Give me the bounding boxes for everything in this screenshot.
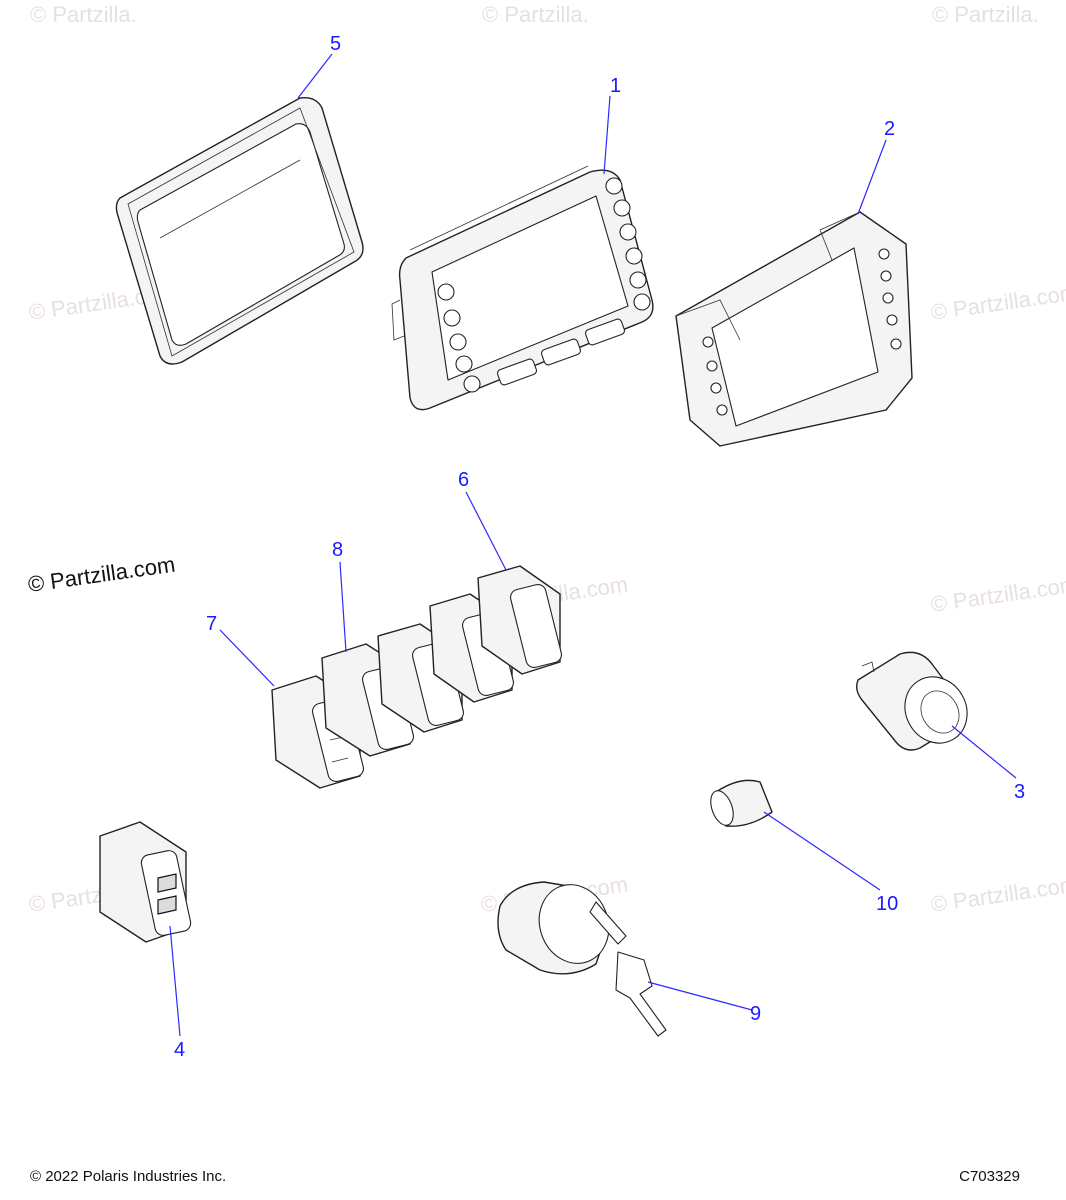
leader-6 — [465, 491, 507, 571]
display-buttons-right — [605, 177, 651, 311]
callout-6: 6 — [458, 469, 469, 491]
leader-8 — [339, 561, 347, 653]
part-10-cap — [710, 779, 773, 827]
copyright-text: © 2022 Polaris Industries Inc. — [30, 1168, 227, 1185]
part-3-power-outlet — [855, 651, 968, 751]
leader-4 — [169, 925, 181, 1037]
watermark-right-2: © Partzilla.com — [929, 572, 1066, 617]
housing-holes — [702, 248, 902, 416]
callout-numbers: 1 2 3 4 5 6 7 8 9 10 — [174, 33, 1025, 1061]
leader-3 — [951, 725, 1017, 779]
callout-10: 10 — [876, 893, 898, 915]
watermark-top-middle: © Partzilla. — [482, 2, 589, 27]
callout-4: 4 — [174, 1039, 185, 1061]
callout-9: 9 — [750, 1003, 761, 1025]
callout-1: 1 — [610, 75, 621, 97]
faded-watermarks: © Partzilla. © Partzilla. © Partzilla. ©… — [27, 2, 1066, 917]
leader-7 — [219, 629, 275, 687]
part-1-display-cluster — [391, 165, 654, 411]
display-buttons-left — [437, 283, 481, 393]
watermark-top-right: © Partzilla. — [932, 2, 1039, 27]
leader-10 — [763, 811, 881, 891]
part-9-ignition-switch — [497, 881, 667, 1037]
watermark-right-3: © Partzilla.com — [929, 872, 1066, 917]
callout-3: 3 — [1014, 781, 1025, 803]
switch-bank — [271, 565, 562, 789]
leader-2 — [857, 139, 887, 215]
figure-id: C703329 — [959, 1168, 1020, 1185]
watermark-top-left: © Partzilla. — [30, 2, 137, 27]
display-buttons-bottom — [496, 318, 626, 386]
part-5-bezel-ring — [115, 97, 364, 365]
watermark-right-1: © Partzilla.com — [929, 280, 1066, 325]
callout-8: 8 — [332, 539, 343, 561]
callout-2: 2 — [884, 118, 895, 140]
part-6-switch — [477, 565, 562, 675]
part-4-rocker-switch — [99, 821, 192, 943]
part-2-display-housing — [675, 211, 913, 447]
leader-9 — [647, 981, 753, 1011]
leader-5 — [297, 53, 333, 99]
callout-7: 7 — [206, 613, 217, 635]
callout-5: 5 — [330, 33, 341, 55]
leader-lines — [169, 53, 1017, 1037]
leader-1 — [603, 95, 611, 175]
